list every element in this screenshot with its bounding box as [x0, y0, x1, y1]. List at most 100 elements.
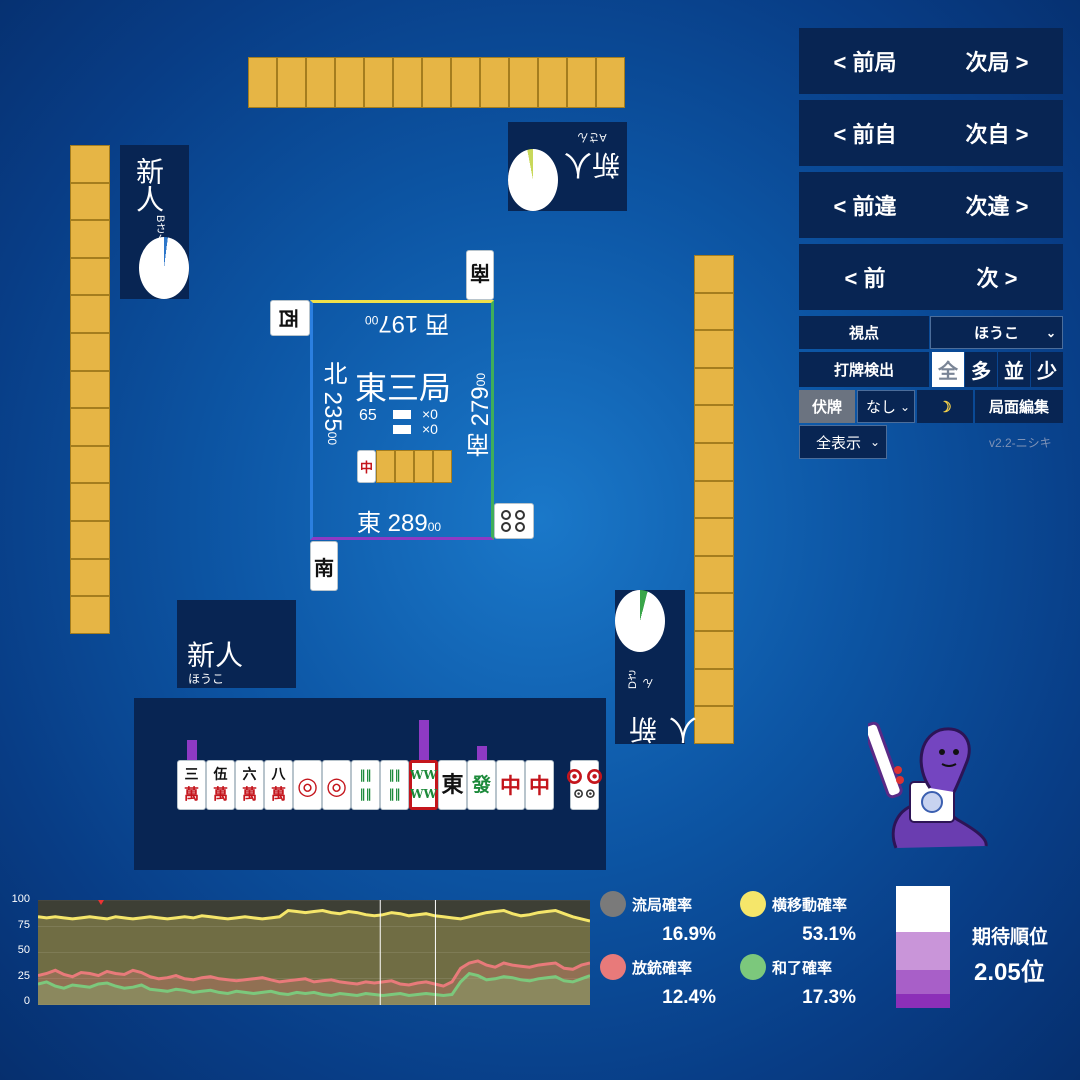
hand-tile-top: 東: [441, 771, 464, 798]
expected-rank-label: 期待順位: [972, 927, 1049, 948]
hand-tile[interactable]: 三萬: [177, 760, 206, 810]
detect-option[interactable]: 多: [965, 352, 997, 387]
legend-label: 横移動確率: [772, 897, 848, 914]
next-diff-button[interactable]: 次違 >: [965, 194, 1029, 219]
display-value: 全表示: [816, 434, 862, 452]
wind-tile-top: 南: [466, 250, 494, 300]
right-player-pie: [615, 590, 665, 652]
next-button[interactable]: 次 >: [976, 266, 1018, 291]
prev-button[interactable]: < 前: [844, 266, 886, 291]
next-self-button[interactable]: 次自 >: [965, 122, 1029, 147]
self-player-name: 新人: [187, 640, 244, 671]
hand-tile[interactable]: ◎: [293, 760, 322, 810]
legend-label: 放銃確率: [632, 960, 693, 977]
honba-count: ×0: [422, 406, 438, 422]
hand-tile-top: WW: [410, 768, 437, 782]
hand-tile[interactable]: 中: [525, 760, 554, 810]
riichi-count: ×0: [422, 421, 438, 437]
hand-tile-bottom: 萬: [212, 785, 228, 803]
hand-tile[interactable]: 八萬: [264, 760, 293, 810]
score-bottom-value: 289: [387, 510, 428, 537]
hand-tile-top: ◎: [297, 770, 318, 800]
detect-option[interactable]: 並: [998, 352, 1030, 387]
legend-color-icon: [740, 891, 766, 917]
hand-tile-top: ◎: [326, 770, 347, 800]
hand-tile-top: ‖‖: [388, 768, 401, 782]
score-left: 北 23500: [315, 361, 350, 445]
series-line: [38, 908, 590, 923]
score-right-value: 279: [467, 386, 494, 427]
wind-tile-bottom-label: 南: [314, 555, 334, 580]
left-player-hand: [70, 145, 110, 634]
score-top-value: 197: [378, 310, 419, 337]
wind-tile-left-label: 西: [276, 308, 301, 328]
discard-score-bar: [419, 720, 429, 760]
hand-tile[interactable]: ◎: [322, 760, 351, 810]
edit-position-button[interactable]: 局面編集: [975, 390, 1063, 423]
round-nav: < 前局 次局 >: [799, 28, 1063, 94]
night-mode-button[interactable]: ☽: [917, 390, 973, 423]
expected-rank-value: 2.05位: [974, 959, 1045, 986]
next-round-button[interactable]: 次局 >: [965, 50, 1029, 75]
legend-value: 53.1%: [802, 924, 856, 945]
prev-self-button[interactable]: < 前自: [833, 122, 897, 147]
prev-diff-button[interactable]: < 前違: [833, 194, 897, 219]
hand-tile-top: 六: [242, 767, 257, 783]
display-select[interactable]: 全表示 ⌄: [799, 425, 887, 459]
hidden-select[interactable]: なし ⌄: [857, 390, 915, 423]
hand-tile-top: 中: [529, 772, 550, 798]
top-player-pie: [508, 149, 558, 211]
viewpoint-select[interactable]: ほうこ ⌄: [930, 316, 1063, 349]
right-player-panel: 新人 Dさん: [615, 590, 700, 744]
left-player-panel: 新人 Bさん: [120, 145, 189, 299]
hand-tile[interactable]: 發: [467, 760, 496, 810]
hand-tile-top: 中: [500, 772, 521, 798]
hand-tile-bottom: 萬: [241, 785, 257, 803]
wind-tile-bottom: 南: [310, 541, 338, 591]
diff-nav: < 前違 次違 >: [799, 172, 1063, 238]
hidden-label[interactable]: 伏牌: [799, 390, 855, 423]
top-player-name: 新人: [564, 149, 621, 180]
top-player-sub: Aさん: [577, 131, 607, 143]
score-top: 西 19700: [365, 309, 449, 344]
hand-tile-bottom: 萬: [183, 785, 199, 803]
legend-item: 放銃確率 12.4%: [600, 951, 716, 1011]
detect-options: 全多並少: [931, 352, 1063, 387]
chevron-down-icon: ⌄: [899, 399, 910, 414]
hand-tile-bottom: ‖‖: [359, 787, 372, 801]
hand-tile[interactable]: ‖‖ ‖‖: [380, 760, 409, 810]
hand-tile[interactable]: 東: [438, 760, 467, 810]
version-label: v2.2-ニシキ: [989, 436, 1052, 450]
hand-tile[interactable]: 伍萬: [206, 760, 235, 810]
hand-tile-bottom: ‖‖: [388, 787, 401, 801]
score-bottom-wind: 東: [357, 510, 381, 537]
detect-option[interactable]: 少: [1031, 352, 1063, 387]
discard-score-bar: [477, 746, 487, 760]
detect-option[interactable]: 全: [932, 352, 964, 387]
self-nav: < 前自 次自 >: [799, 100, 1063, 166]
wind-tile-top-label: 南: [470, 261, 490, 286]
right-player-sub: Dさん: [627, 669, 655, 689]
left-player-name: 新人: [133, 157, 164, 213]
score-left-zeros: 00: [325, 431, 339, 446]
riichi-stick-icon: [393, 425, 411, 434]
drawn-tile[interactable]: ⊙⊙⊙⊙: [564, 760, 605, 810]
hand-tile[interactable]: 六萬: [235, 760, 264, 810]
hand-tile[interactable]: 中: [496, 760, 525, 810]
legend-color-icon: [600, 954, 626, 980]
series-area: [38, 973, 590, 1005]
top-player-panel: 新人 Aさん: [508, 122, 627, 211]
legend-value: 12.4%: [662, 987, 716, 1008]
prev-round-button[interactable]: < 前局: [833, 50, 897, 75]
dora-indicators: 中: [357, 450, 452, 483]
center-board: 西 19700 北 23500 南 27900 東 28900 東三局 65 ×…: [310, 300, 494, 540]
wind-tile-left: 西: [270, 300, 310, 336]
legend-value: 16.9%: [662, 924, 716, 945]
chevron-down-icon: ⌄: [1045, 325, 1056, 340]
score-right: 南 27900: [463, 373, 498, 457]
hand-tile[interactable]: ‖‖‖‖: [351, 760, 380, 810]
